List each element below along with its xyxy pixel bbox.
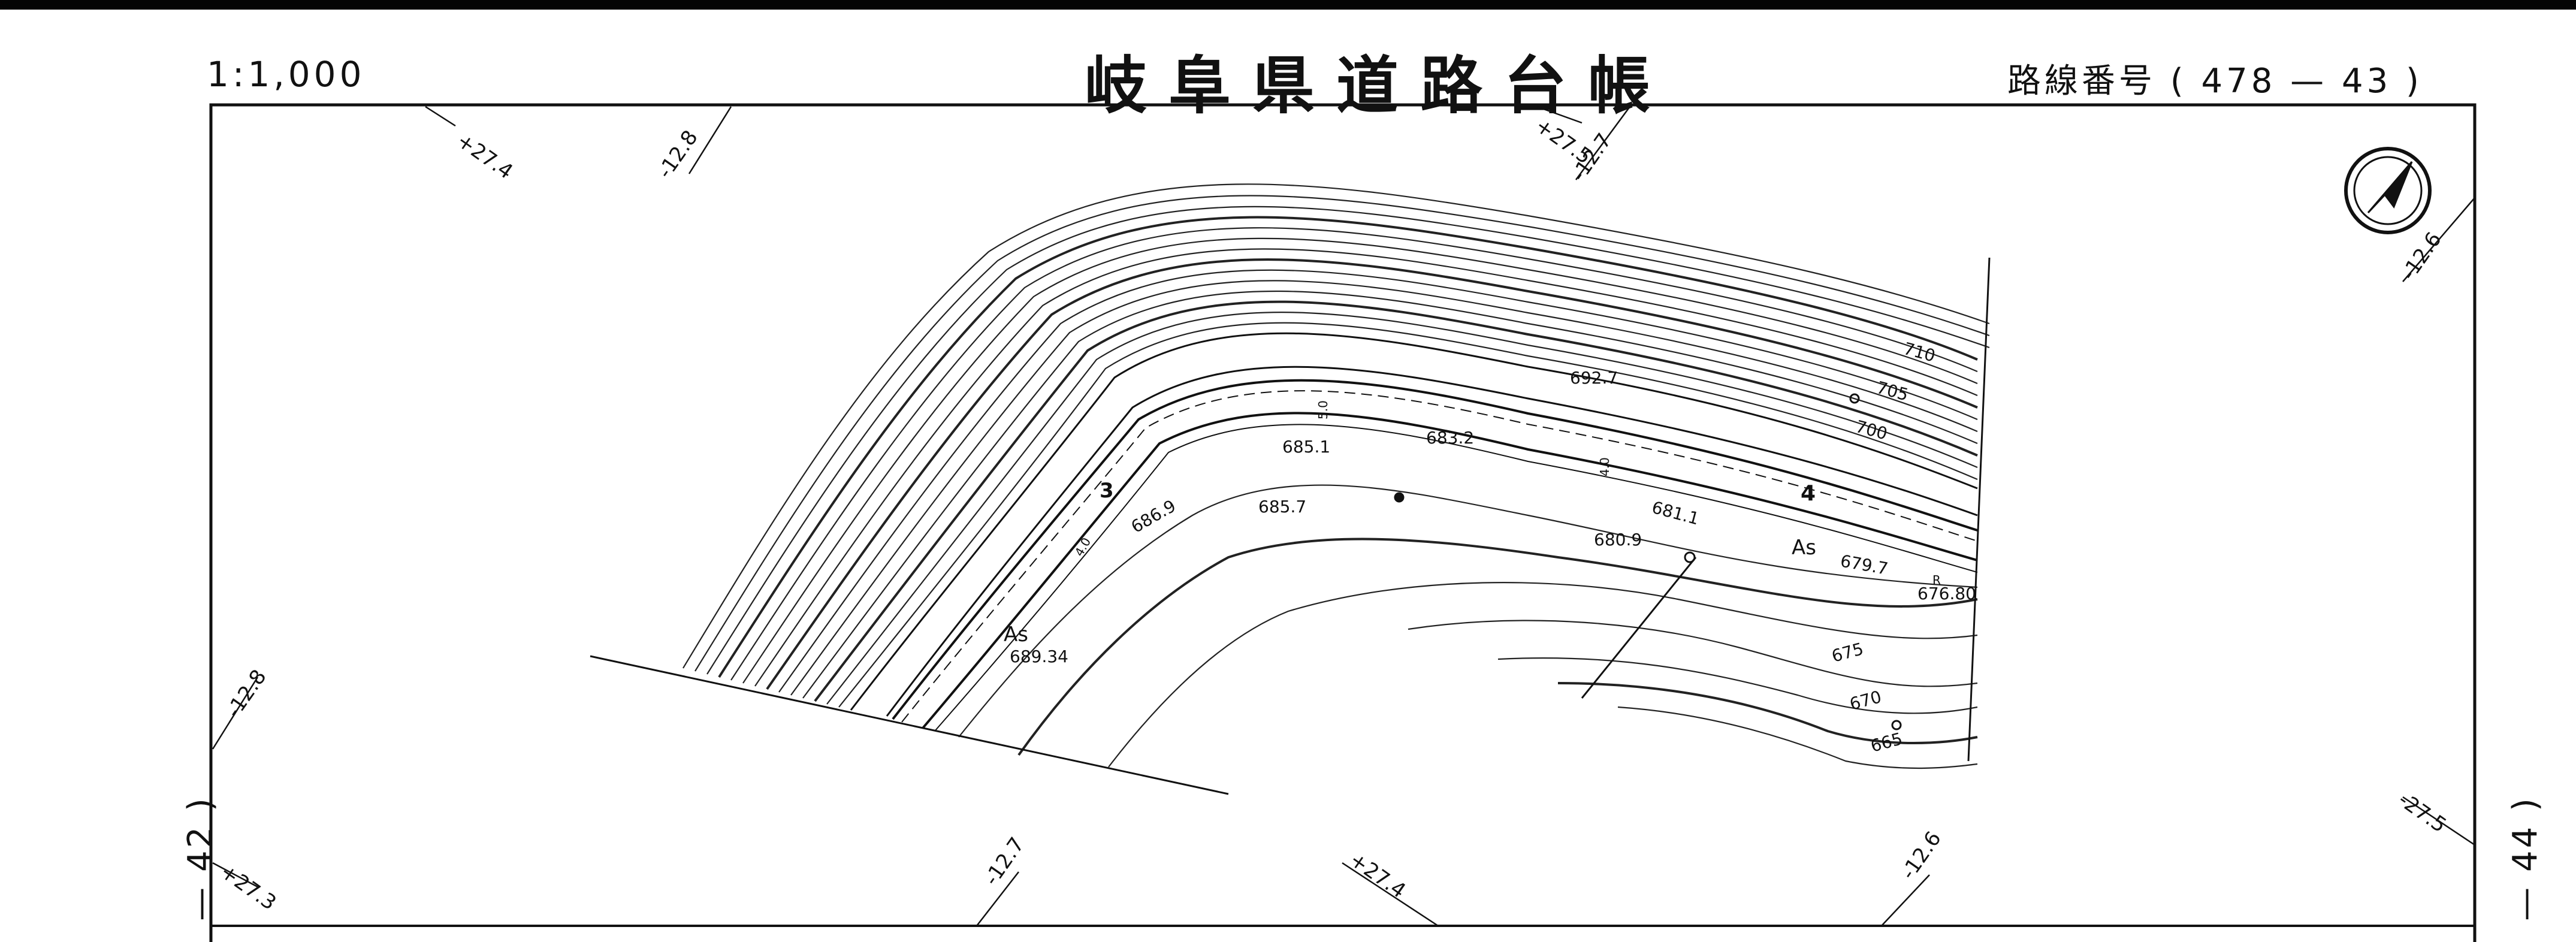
map-title: 岐阜県道路台帳 <box>1085 49 1672 122</box>
grid-label: +27.4 <box>452 129 517 185</box>
utility-pole-icon <box>1891 720 1902 730</box>
grid-label: -12.6 <box>1896 827 1946 884</box>
route-number: 路線番号 ( 478 — 43 ) <box>2007 54 2423 102</box>
contour-label: 705 <box>1874 378 1910 405</box>
north-arrow-icon <box>2344 147 2432 234</box>
section-number: 4 <box>1801 481 1816 506</box>
grid-label: +27.4 <box>1345 848 1410 904</box>
grid-ticks <box>212 105 2475 927</box>
spot-elevation: 679.7 <box>1839 551 1890 578</box>
contour-label: 665 <box>1868 729 1904 756</box>
route-value: ( 478 — 43 ) <box>2170 62 2423 101</box>
grid-label: -12.7 <box>980 833 1029 890</box>
point-markers <box>1394 393 1902 730</box>
grid-label: -12.8 <box>222 665 271 722</box>
cut-slope-hatch <box>850 332 1978 717</box>
surface-label: As <box>1792 536 1816 560</box>
small-mark: 5.0 <box>1316 400 1330 419</box>
upper-contours <box>682 183 1990 708</box>
spot-elevation: 692.7 <box>1570 368 1618 388</box>
spot-elevation: 686.9 <box>1128 496 1179 537</box>
utility-pole-icon <box>1849 393 1860 404</box>
small-mark: 4.0 <box>1597 457 1612 476</box>
spot-elevation: 689.34 <box>1010 647 1068 666</box>
small-mark: 4.0 <box>1072 535 1094 559</box>
route-label: 路線番号 <box>2007 62 2156 101</box>
grid-label: -12.6 <box>2397 228 2447 285</box>
lower-contours <box>958 484 1978 769</box>
spot-elevation: 685.7 <box>1258 497 1306 517</box>
contour-label: 675 <box>1829 639 1865 666</box>
map-scale: 1:1,000 <box>207 54 366 95</box>
contour-label: 670 <box>1847 687 1883 714</box>
spot-elevation: 680.9 <box>1594 530 1642 550</box>
surface-label: As <box>1004 623 1028 647</box>
grid-labels: +27.4 -12.8 +27.5 -12.7 -12.6 -12.8 +27.… <box>216 114 2451 916</box>
road-alignment <box>892 379 1978 732</box>
utility-pole-icon <box>1684 551 1696 563</box>
spot-elevation: 676.80 <box>1917 584 1976 603</box>
spot-elevation: 683.2 <box>1426 428 1474 448</box>
grid-label: -12.8 <box>653 126 703 183</box>
grid-label: +27.3 <box>216 860 280 916</box>
sheet-ref-left: — 42 ) <box>180 796 220 921</box>
small-mark: R <box>1932 573 1941 587</box>
section-number: 3 <box>1100 479 1114 503</box>
sheet-ref-right: — 44 ) <box>2505 796 2545 921</box>
top-border-bar <box>0 0 2576 10</box>
map-frame <box>209 103 2477 942</box>
survey-point-icon <box>1394 492 1405 503</box>
spot-elevation: 685.1 <box>1282 437 1330 457</box>
contour-labels: 710 705 700 675 670 665 <box>1829 339 1937 756</box>
spot-elevation: 681.1 <box>1650 497 1701 529</box>
boundary-lines <box>590 257 1991 795</box>
grid-label: -27.5 <box>2394 788 2451 838</box>
